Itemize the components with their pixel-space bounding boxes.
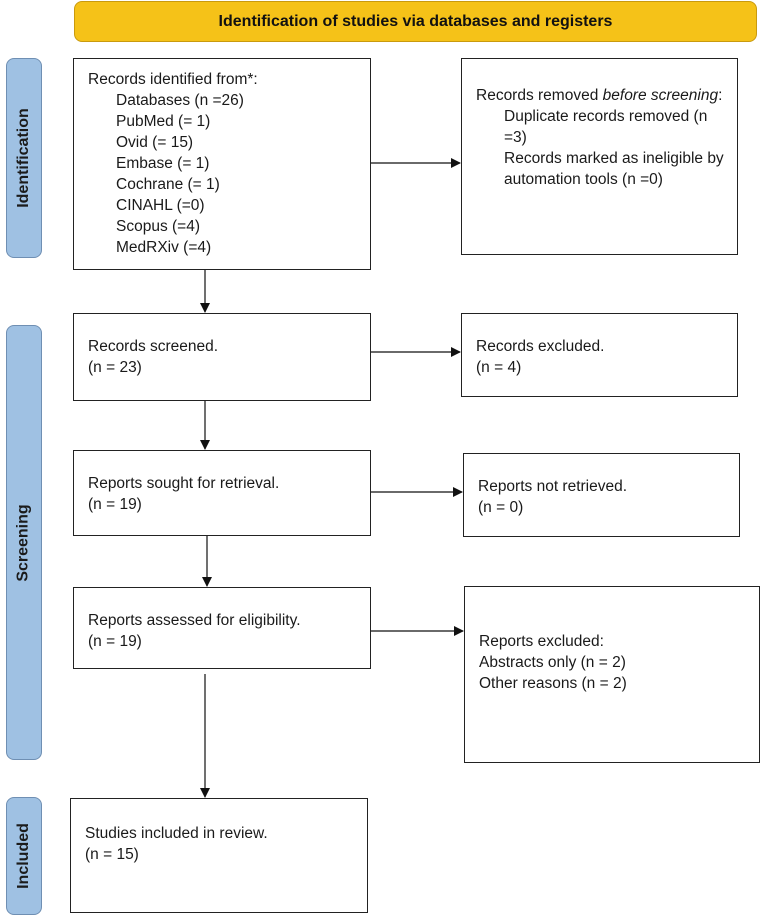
header-banner: Identification of studies via databases … (74, 1, 757, 42)
reports-excluded-box: Reports excluded: Abstracts only (n = 2)… (464, 586, 760, 763)
header-title: Identification of studies via databases … (218, 12, 613, 30)
db-item-databases: Databases (n =26) (116, 92, 244, 109)
removed-title-prefix: Records removed (476, 87, 603, 104)
db-item-ovid: Ovid (= 15) (116, 134, 194, 151)
side-label-screening: Screening (6, 325, 42, 760)
db-item-cinahl: CINAHL (=0) (116, 197, 205, 214)
removed-title-emphasis: before screening (602, 87, 719, 104)
ineligible-records-removed: Records marked as ineligible by automati… (504, 150, 724, 188)
records-screened-title: Records screened. (88, 338, 219, 355)
records-excluded-box: Records excluded. (n = 4) (461, 313, 738, 397)
reports-sought-box: Reports sought for retrieval. (n = 19) (73, 450, 371, 536)
records-screened-box: Records screened. (n = 23) (73, 313, 371, 401)
studies-included-box: Studies included in review. (n = 15) (70, 798, 368, 913)
reports-not-retrieved-count: (n = 0) (478, 499, 524, 516)
side-label-included: Included (6, 797, 42, 915)
abstracts-only-count: Abstracts only (n = 2) (479, 654, 626, 671)
studies-included-title: Studies included in review. (85, 825, 268, 842)
studies-included-count: (n = 15) (85, 846, 139, 863)
side-label-identification: Identification (6, 58, 42, 258)
reports-sought-title: Reports sought for retrieval. (88, 475, 280, 492)
reports-assessed-box: Reports assessed for eligibility. (n = 1… (73, 587, 371, 669)
other-reasons-count: Other reasons (n = 2) (479, 675, 627, 692)
records-identified-title: Records identified from*: (88, 71, 258, 88)
records-removed-box: Records removed before screening: Duplic… (461, 58, 738, 255)
db-item-scopus: Scopus (=4) (116, 218, 201, 235)
records-screened-count: (n = 23) (88, 359, 142, 376)
records-excluded-title: Records excluded. (476, 338, 605, 355)
reports-excluded-title: Reports excluded: (479, 633, 604, 650)
db-item-embase: Embase (= 1) (116, 155, 210, 172)
duplicate-records-removed: Duplicate records removed (n =3) (504, 108, 708, 146)
reports-assessed-title: Reports assessed for eligibility. (88, 612, 301, 629)
reports-sought-count: (n = 19) (88, 496, 142, 513)
records-removed-title: Records removed before screening: (476, 85, 727, 106)
reports-not-retrieved-box: Reports not retrieved. (n = 0) (463, 453, 740, 537)
db-item-medrxiv: MedRXiv (=4) (116, 239, 212, 256)
removed-title-suffix: : (718, 87, 723, 104)
records-excluded-count: (n = 4) (476, 359, 522, 376)
db-item-cochrane: Cochrane (= 1) (116, 176, 220, 193)
reports-assessed-count: (n = 19) (88, 633, 142, 650)
records-identified-box: Records identified from*: Databases (n =… (73, 58, 371, 270)
db-item-pubmed: PubMed (= 1) (116, 113, 211, 130)
reports-not-retrieved-title: Reports not retrieved. (478, 478, 628, 495)
